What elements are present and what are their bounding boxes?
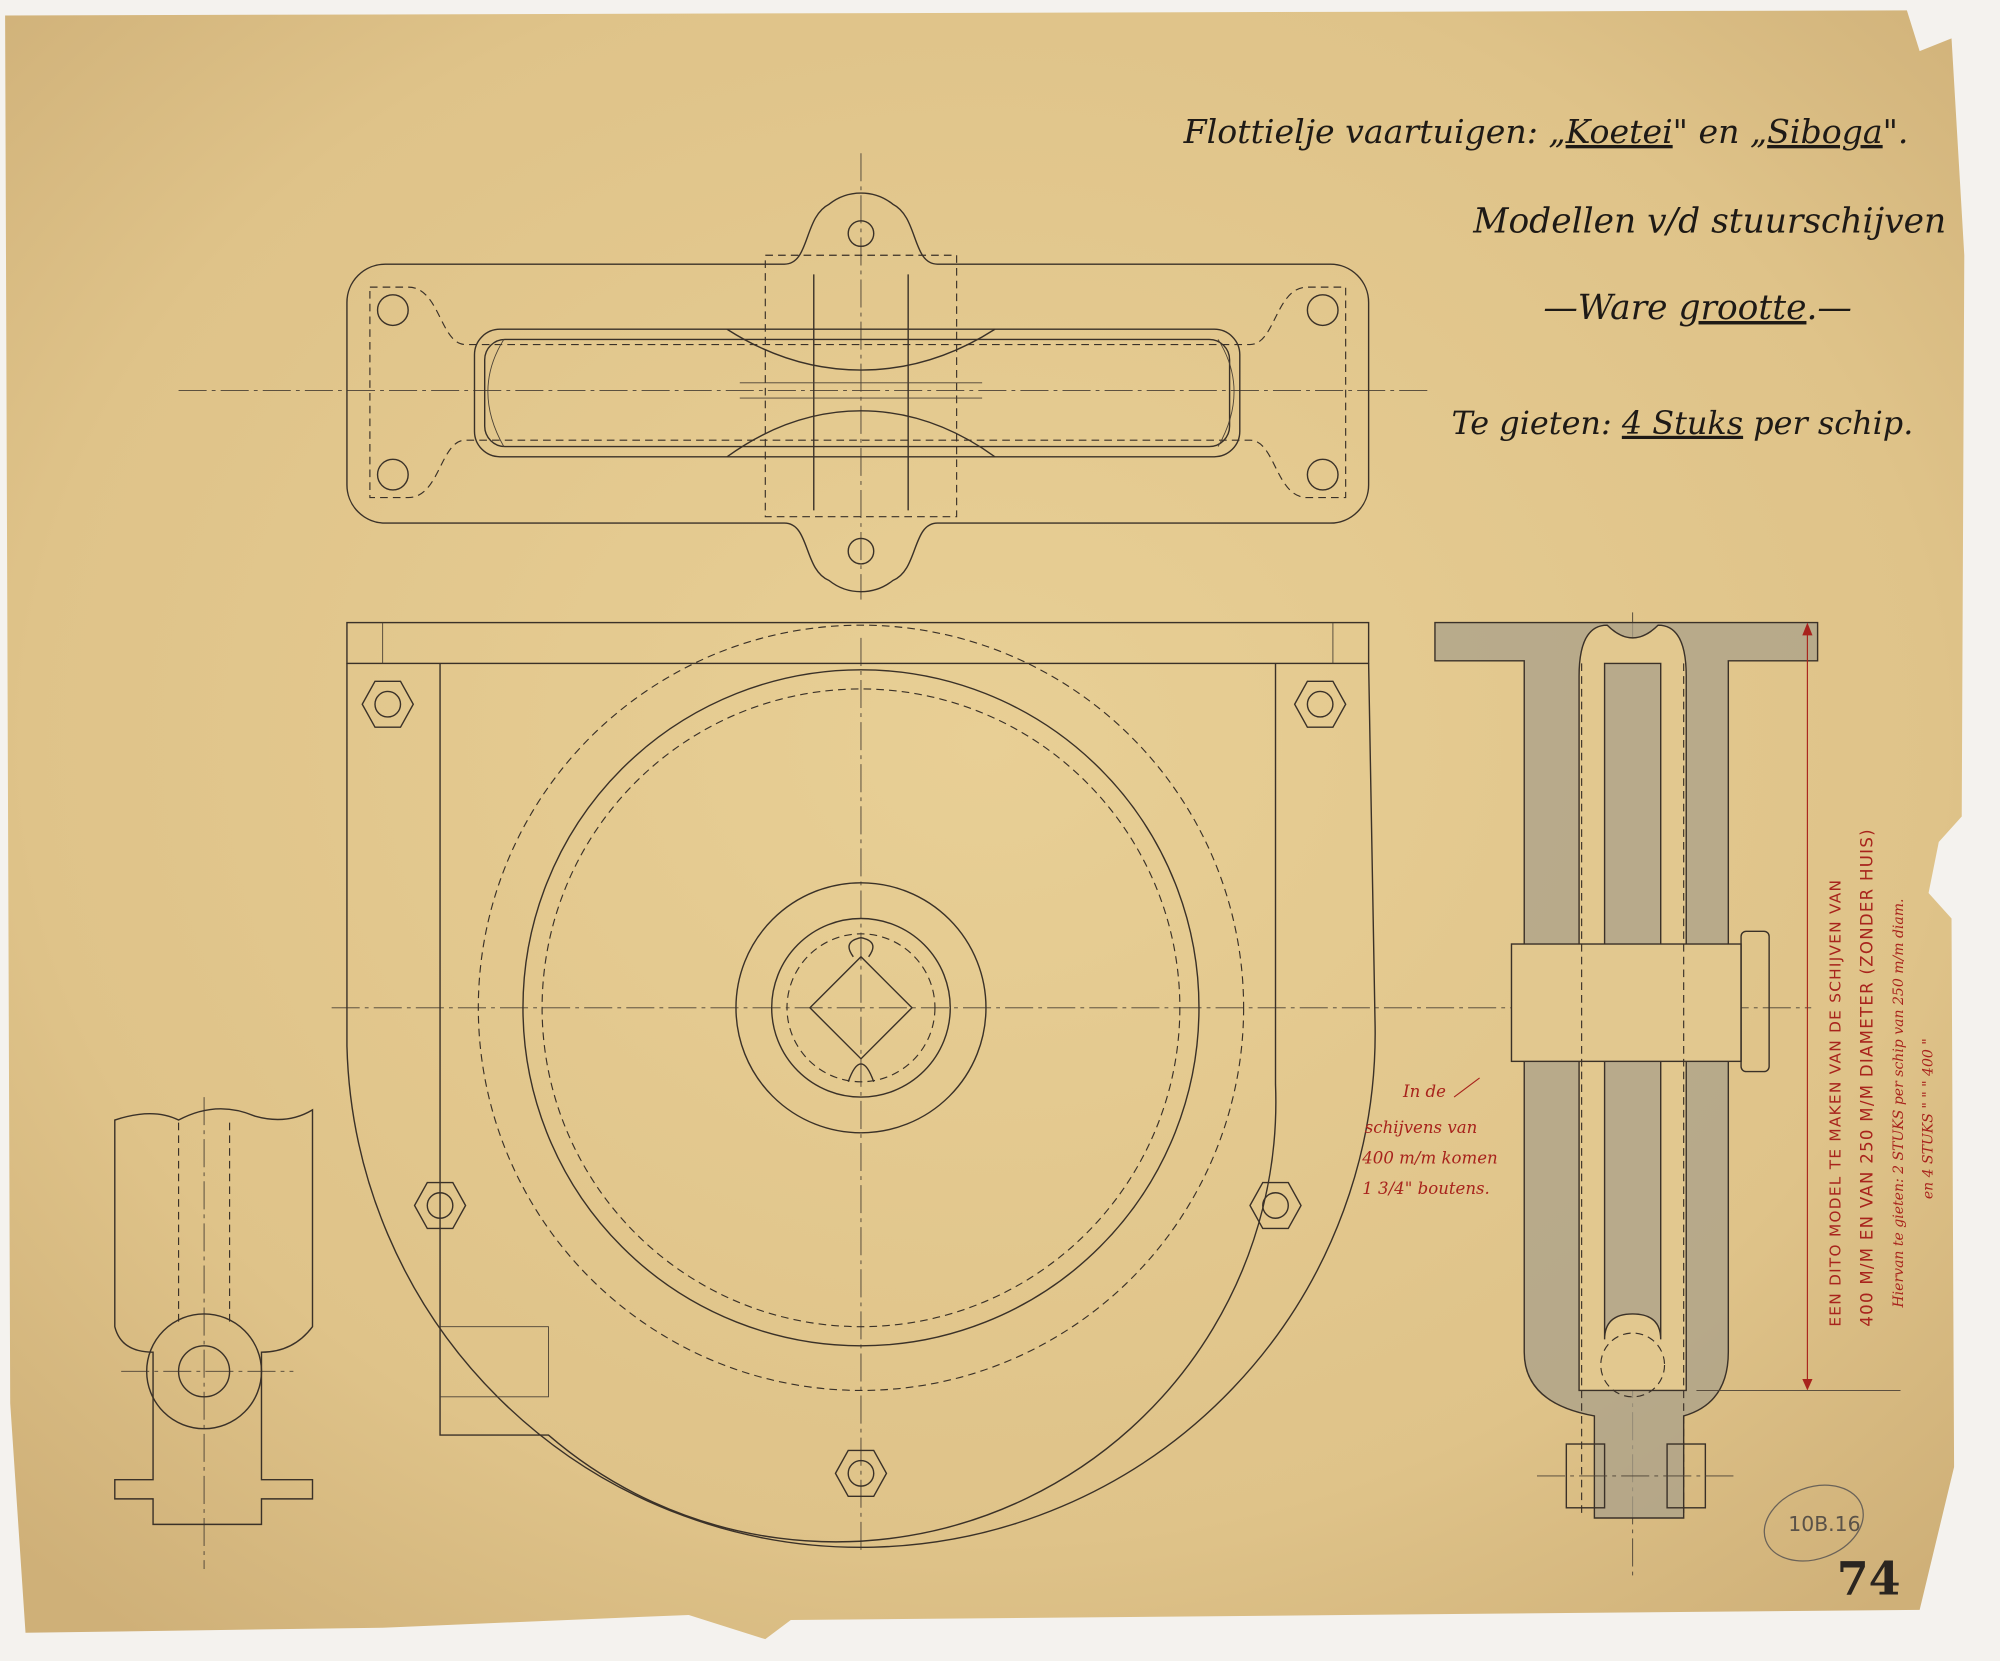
- ship-name-koetei: Koetei: [1565, 112, 1673, 151]
- title-line-3-underlined: grootte: [1678, 288, 1806, 328]
- title-line-4-underlined: 4 Stuks: [1621, 404, 1743, 442]
- archive-ref-text: 10B.16: [1788, 1512, 1860, 1536]
- svg-text:Flottielje vaartuigen: „Koetei: Flottielje vaartuigen: „Koetei" en „Sibo…: [1183, 112, 1909, 151]
- front-view-elevation: [331, 621, 1812, 1550]
- title-line-4-suffix: per schip.: [1743, 404, 1913, 442]
- title-line-4-prefix: Te gieten:: [1452, 404, 1622, 442]
- hex-nuts: [361, 680, 1347, 1498]
- title-line-1-end: ".: [1883, 112, 1909, 151]
- bolt-note-line: 1 3/4" boutens.: [1362, 1179, 1490, 1198]
- side-note-line: EEN DITO MODEL TE MAKEN VAN DE SCHIJVEN …: [1827, 879, 1845, 1327]
- side-note-vertical: EEN DITO MODEL TE MAKEN VAN DE SCHIJVEN …: [1827, 828, 1937, 1327]
- side-note-line: en 4 STUKS " " " 400 ": [1920, 1038, 1936, 1199]
- title-line-3-suffix: .—: [1806, 288, 1851, 328]
- side-note-line: Hiervan te gieten: 2 STUKS per schip van…: [1891, 898, 1907, 1308]
- top-view-plan: [178, 153, 1429, 600]
- title-line-1-mid: " en „: [1673, 112, 1767, 151]
- ship-name-siboga: Siboga: [1767, 112, 1883, 151]
- lug-detail-view: [114, 1097, 314, 1570]
- bolt-note-line: 400 m/m komen: [1361, 1148, 1497, 1167]
- svg-text:—Ware grootte.—: —Ware grootte.—: [1543, 288, 1851, 328]
- sheet-number: 74: [1837, 1552, 1901, 1606]
- paper-sheet: [5, 10, 1965, 1640]
- title-line-1-prefix: Flottielje vaartuigen: „: [1183, 112, 1566, 151]
- side-note-line: 400 M/M EN VAN 250 M/M DIAMETER (ZONDER …: [1857, 828, 1876, 1327]
- bolt-note-line: schijvens van: [1365, 1118, 1477, 1137]
- bolt-note: In de schijvens van 400 m/m komen 1 3/4"…: [1361, 1082, 1497, 1198]
- side-section-view: [1434, 612, 1901, 1576]
- mounting-holes: [376, 294, 1339, 491]
- title-line-3-prefix: —Ware: [1543, 288, 1678, 328]
- bolt-note-line: In de: [1402, 1082, 1446, 1101]
- archive-reference-stamp: 10B.16: [1763, 1484, 1864, 1562]
- title-block: Flottielje vaartuigen: „Koetei" en „Sibo…: [1183, 112, 1947, 442]
- dimension-line: [1696, 622, 1901, 1391]
- svg-text:Te gieten: 4 Stuks per schip.: Te gieten: 4 Stuks per schip.: [1452, 404, 1914, 442]
- title-line-2: Modellen v/d stuurschijven: [1472, 201, 1946, 241]
- leader-arrow: [1453, 1077, 1480, 1098]
